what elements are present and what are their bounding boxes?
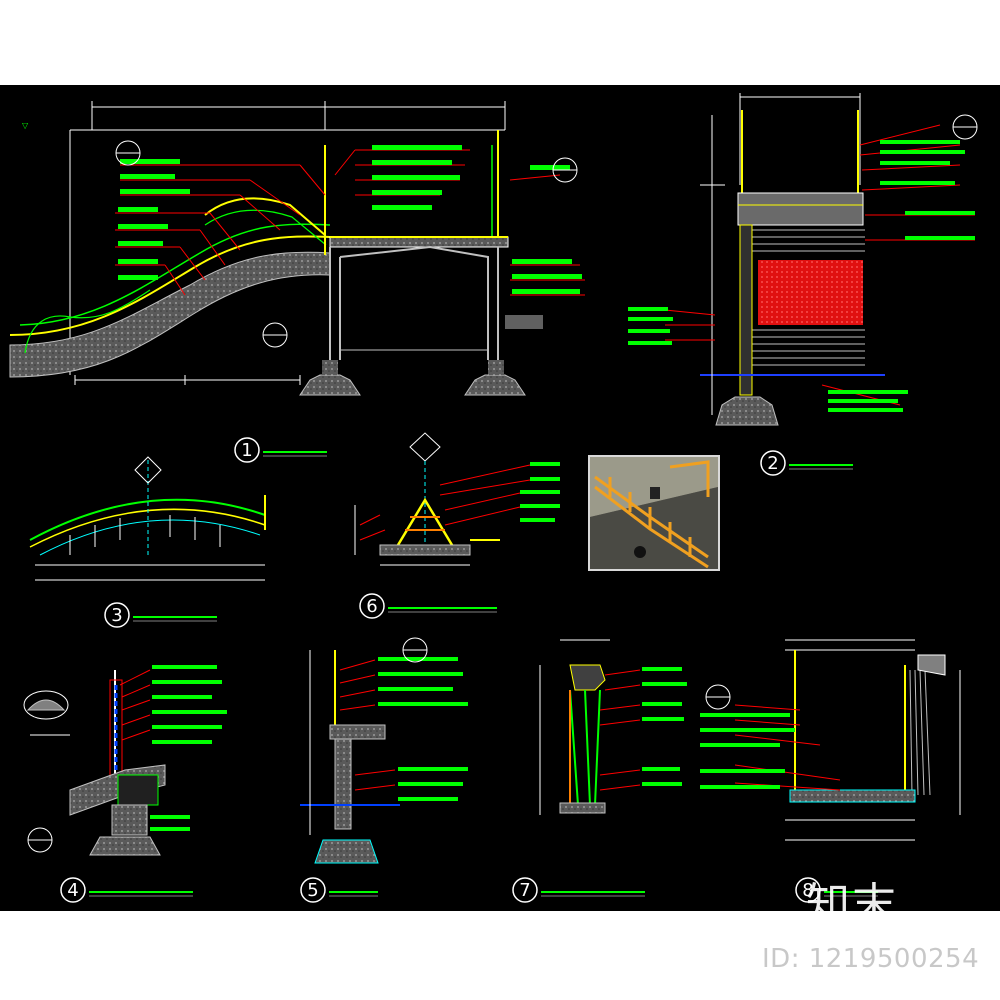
detail-2-number: 2 bbox=[767, 453, 778, 474]
detail-7-section bbox=[539, 639, 687, 815]
detail-8-marker: 8 bbox=[795, 877, 878, 903]
cad-drawing-canvas: ▽ bbox=[0, 85, 1000, 911]
brand-watermark: 知末 bbox=[806, 879, 898, 930]
detail-6-marker: 6 bbox=[359, 593, 497, 619]
image-id-label: ID: 1219500254 bbox=[762, 944, 980, 974]
detail-5-marker: 5 bbox=[300, 877, 378, 903]
detail-8-section bbox=[700, 639, 961, 841]
detail-6-section bbox=[354, 432, 560, 566]
detail-7-number: 7 bbox=[519, 880, 530, 901]
detail-4-section bbox=[23, 665, 227, 856]
cad-drawing: ▽ bbox=[9, 93, 978, 903]
detail-3-marker: 3 bbox=[104, 602, 217, 628]
detail-7-marker: 7 bbox=[512, 877, 645, 903]
detail-1-number: 1 bbox=[241, 440, 252, 461]
reference-photo bbox=[588, 455, 720, 571]
detail-2-elevation bbox=[628, 93, 978, 426]
detail-3-plan bbox=[29, 456, 266, 581]
detail-labels: 1 2 3 4 bbox=[60, 437, 878, 903]
detail-4-marker: 4 bbox=[60, 877, 193, 903]
svg-text:▽: ▽ bbox=[22, 121, 29, 130]
detail-5-section bbox=[300, 637, 468, 864]
detail-3-number: 3 bbox=[111, 605, 122, 626]
detail-8-number: 8 bbox=[802, 880, 813, 901]
detail-1-elevation: ▽ bbox=[9, 101, 585, 396]
detail-1-marker: 1 bbox=[234, 437, 327, 463]
railing-photo-image bbox=[590, 457, 718, 569]
detail-4-number: 4 bbox=[67, 880, 78, 901]
detail-2-marker: 2 bbox=[760, 450, 853, 476]
detail-5-number: 5 bbox=[307, 880, 318, 901]
detail-6-number: 6 bbox=[366, 596, 377, 617]
